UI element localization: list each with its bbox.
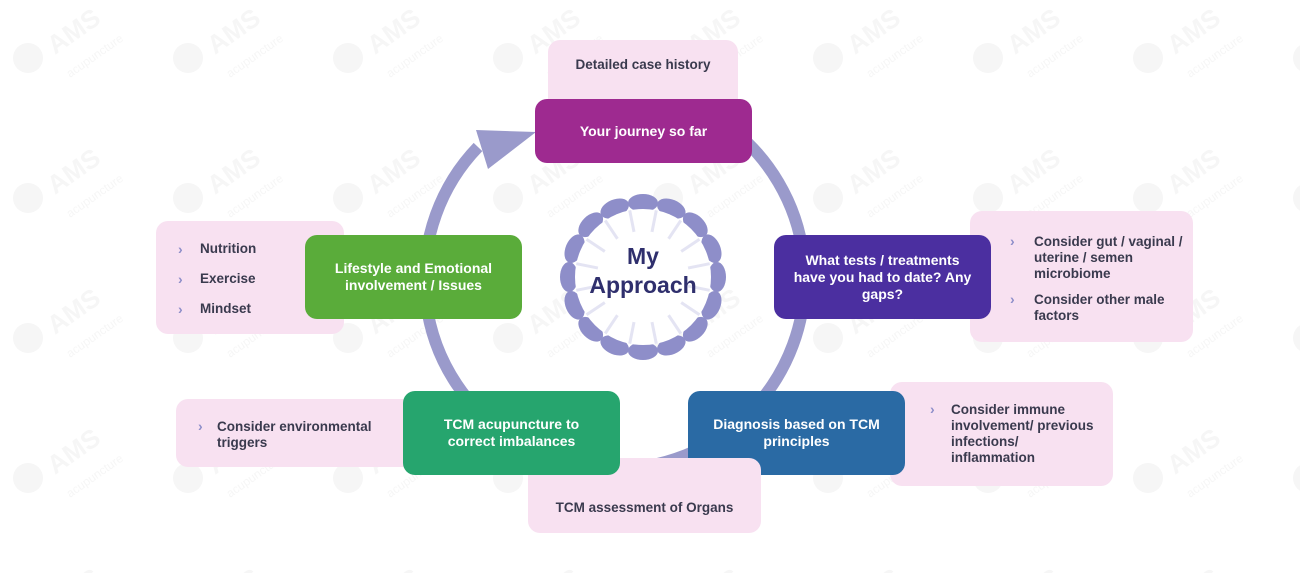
journey-stage-box: Your journey so far: [535, 99, 752, 163]
tests-stage-box: What tests / treatments have you had to …: [774, 235, 991, 319]
chevron-right-icon: ›: [930, 401, 935, 417]
lifestyle-note-nutrition: Nutrition: [200, 241, 257, 256]
flower-petal: [628, 194, 658, 212]
case-history-text: Detailed case history: [575, 57, 711, 72]
chevron-right-icon: ›: [178, 271, 183, 287]
diagnosis-notes-panel: [890, 382, 1113, 486]
center-title: My Approach: [560, 242, 726, 300]
diagnosis-note-1: Consider immune involvement/ previous in…: [951, 402, 1094, 465]
flower-petal: [708, 262, 726, 292]
lifestyle-note-mindset: Mindset: [200, 301, 252, 316]
tcm-stage-box: TCM acupuncture to correct imbalances: [403, 391, 620, 475]
lifestyle-stage-box: Lifestyle and Emotional involvement / Is…: [305, 235, 522, 319]
chevron-right-icon: ›: [178, 301, 183, 317]
tcm-note-1: Consider environmental triggers: [217, 419, 372, 450]
chevron-right-icon: ›: [1010, 291, 1015, 307]
center-line-1: My: [627, 243, 659, 269]
chevron-right-icon: ›: [1010, 233, 1015, 249]
approach-flower-icon: [560, 194, 726, 360]
flower-petal: [628, 342, 658, 360]
tcm-notes-panel: [176, 399, 426, 467]
cycle-arrowhead: [476, 130, 536, 169]
chevron-right-icon: ›: [198, 418, 203, 434]
tests-note-2: Consider other male factors: [1034, 292, 1165, 323]
tests-note-1: Consider gut / vaginal / uterine / semen…: [1034, 234, 1183, 281]
flower-core: [597, 231, 689, 323]
flower-petal: [560, 262, 578, 292]
tests-notes-panel: [970, 211, 1193, 342]
lifestyle-note-exercise: Exercise: [200, 271, 256, 286]
assessment-text: TCM assessment of Organs: [555, 500, 734, 515]
chevron-right-icon: ›: [178, 241, 183, 257]
center-line-2: Approach: [589, 272, 697, 298]
